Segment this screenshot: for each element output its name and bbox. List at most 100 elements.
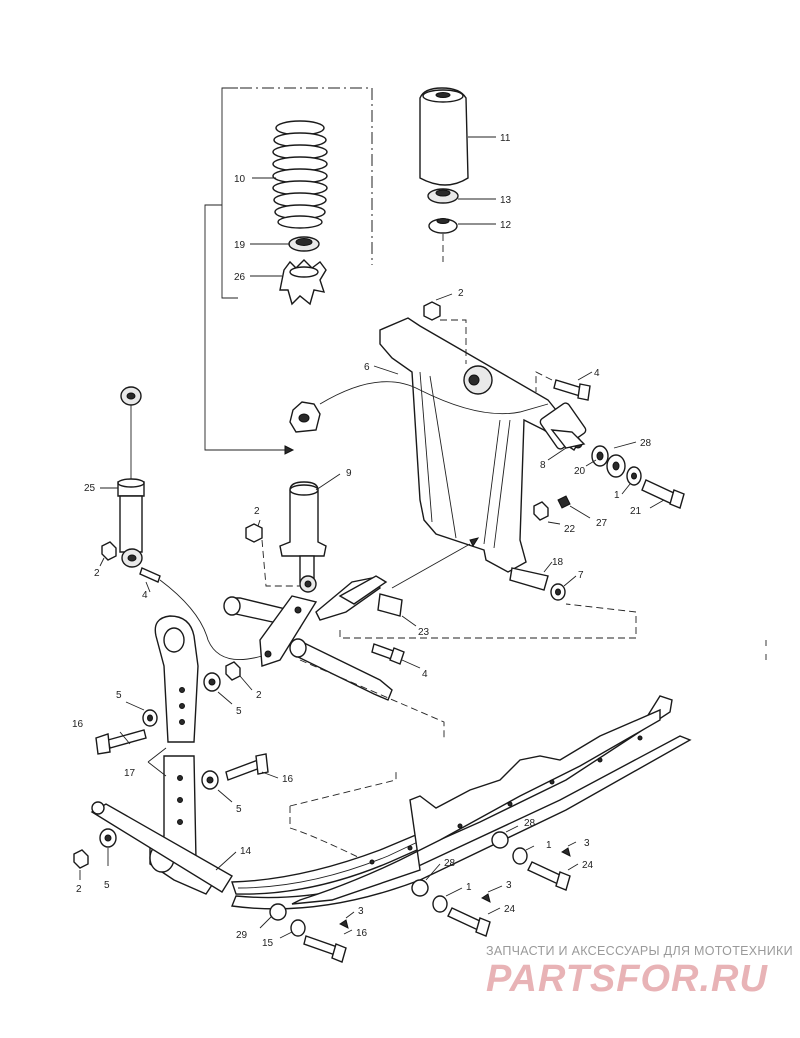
callout-2-left: 2 [94, 568, 100, 579]
callout-9: 9 [346, 468, 352, 479]
callout-22: 22 [564, 524, 576, 535]
bolt-21 [641, 479, 685, 509]
callout-4-top: 4 [594, 368, 600, 379]
arm-shaft-8 [550, 429, 586, 449]
bolt-4-left [139, 567, 263, 661]
washer-5b [203, 672, 221, 692]
callout-1-mid: 1 [546, 840, 552, 851]
shock-boot [419, 87, 469, 186]
callout-5c: 5 [236, 804, 242, 815]
callout-8: 8 [540, 460, 546, 471]
washer-28-low [411, 879, 429, 897]
callout-3-low: 3 [506, 880, 512, 891]
callout-1-top: 1 [614, 490, 620, 501]
callout-23: 23 [418, 627, 430, 638]
callout-14: 14 [240, 846, 252, 857]
callout-3-mid: 3 [584, 838, 590, 849]
callout-5b: 5 [236, 706, 242, 717]
nut-2-top [423, 301, 467, 364]
callout-10: 10 [234, 174, 246, 185]
callout-6: 6 [364, 362, 370, 373]
spring-seat [288, 236, 320, 252]
callout-12: 12 [500, 220, 512, 231]
callout-25: 25 [84, 483, 96, 494]
front-pivot-arm [154, 615, 199, 743]
callout-16-middle: 16 [282, 774, 294, 785]
callout-4-left: 4 [142, 590, 148, 601]
lock-washer-27 [557, 495, 571, 509]
front-arm [379, 317, 587, 573]
nut-22 [533, 501, 549, 521]
rear-shock-absorber [279, 481, 327, 593]
callout-27: 27 [596, 518, 608, 529]
bushing-washer-13 [427, 188, 459, 204]
nut-2-center [225, 661, 241, 681]
watermark-logo: PARTSFOR.RU [486, 958, 768, 1000]
callout-4-middle: 4 [422, 669, 428, 680]
callout-24-low: 24 [504, 904, 516, 915]
cross-shaft-rear [90, 801, 233, 893]
nut-2-lower-left [73, 849, 89, 869]
washer-28-mid [491, 831, 509, 849]
shock-bump-stop [289, 381, 549, 433]
arm-shaft-18 [509, 567, 549, 591]
washer-5c [201, 770, 219, 790]
callout-28-mid: 28 [524, 818, 536, 829]
washer-29 [269, 903, 287, 921]
spring-adjuster-cam [279, 259, 327, 306]
bolt-24-mid [527, 861, 571, 891]
coil-spring [272, 120, 328, 229]
washer-1-mid [512, 847, 528, 865]
washer-20 [591, 445, 609, 467]
callout-18: 18 [552, 557, 564, 568]
callout-24-mid: 24 [582, 860, 594, 871]
nut-2-left [101, 541, 117, 561]
front-shock-absorber [117, 386, 145, 568]
slide-rail [231, 695, 692, 910]
callout-13: 13 [500, 195, 512, 206]
callout-3-low-left: 3 [358, 906, 364, 917]
washer-5d [99, 828, 117, 848]
washer-7 [550, 583, 566, 601]
callout-2-center: 2 [256, 690, 262, 701]
callout-17: 17 [124, 768, 136, 779]
callout-2-lower-left: 2 [76, 884, 82, 895]
callout-29: 29 [236, 930, 248, 941]
callout-labels: 11 13 12 10 19 26 2 6 4 28 8 20 1 21 22 … [72, 133, 652, 949]
callout-28-low: 28 [444, 858, 456, 869]
washer-1-top [626, 466, 642, 486]
bolt-24-low [447, 907, 491, 937]
nut-2-shock [245, 523, 300, 587]
callout-16-left: 16 [72, 719, 84, 730]
bolt-4-top [535, 371, 591, 401]
washer-15 [290, 919, 306, 937]
bolt-16-middle [225, 753, 269, 781]
watermark-caption: ЗАПЧАСТИ И АКСЕССУАРЫ ДЛЯ МОТОТЕХНИКИ [486, 944, 793, 958]
callout-28-top: 28 [640, 438, 652, 449]
washer-28-top [606, 454, 626, 478]
bolt-4-middle [371, 643, 405, 665]
callout-leaders [79, 136, 665, 939]
callout-7: 7 [578, 570, 584, 581]
callout-21: 21 [630, 506, 642, 517]
callout-26: 26 [234, 272, 246, 283]
spring-group-bracket [204, 87, 373, 455]
callout-1-low: 1 [466, 882, 472, 893]
callout-5d: 5 [104, 880, 110, 891]
callout-19: 19 [234, 240, 246, 251]
bushing-washer-12 [428, 218, 458, 234]
callout-2-top: 2 [458, 288, 464, 299]
bolt-16-bottom [303, 935, 347, 963]
washer-1-low [432, 895, 448, 913]
bolt-16-left [95, 729, 147, 755]
callout-15: 15 [262, 938, 274, 949]
washer-5a [142, 709, 158, 727]
rear-arm-linkage [223, 575, 403, 701]
lock-washers-3 [339, 847, 571, 929]
callout-2-shock: 2 [254, 506, 260, 517]
callout-16-bottom: 16 [356, 928, 368, 939]
callout-11: 11 [500, 133, 511, 144]
callout-20: 20 [574, 466, 586, 477]
callout-5a: 5 [116, 690, 122, 701]
